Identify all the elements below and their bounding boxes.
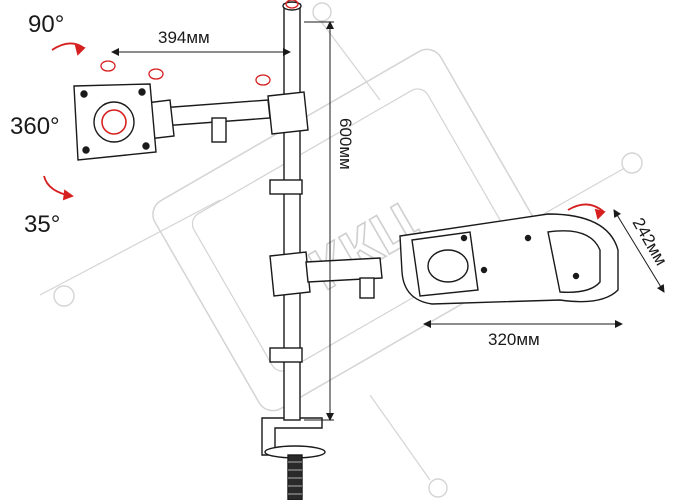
dim-arm-length-label: 394мм [158, 28, 210, 47]
rotation-icon [100, 60, 116, 72]
pole [269, 1, 303, 421]
vesa-hole [142, 142, 150, 150]
lower-arm-segment [305, 257, 383, 283]
watermark-line-bottom [369, 394, 431, 481]
vesa-hole [82, 146, 90, 154]
arm-joint [211, 117, 227, 143]
dim-tray-depth-label: 242мм [629, 215, 671, 269]
watermark-ring-right [621, 152, 643, 174]
tray-bracket [411, 231, 479, 297]
lower-arm-pole-clamp [269, 251, 311, 297]
angle-tilt-up-label: 90° [28, 11, 64, 38]
watermark-ring-left [53, 285, 75, 307]
dimension-lines [111, 21, 665, 421]
angle-arrows [43, 42, 606, 220]
angle-rotation-label: 360° [10, 113, 60, 140]
vesa-center-disc [93, 101, 135, 143]
desk-clamp [261, 417, 326, 500]
tray-cutout [547, 230, 601, 293]
rotation-marker [101, 109, 127, 135]
lower-arm-joint [359, 277, 375, 299]
dim-tray-width-label: 320мм [488, 330, 540, 349]
tray-hole [524, 234, 532, 242]
pole-cap [282, 1, 302, 11]
vesa-hole [138, 88, 146, 96]
arm-pole-clamp [267, 91, 309, 135]
dim-pole-height-label: 600мм [336, 118, 355, 170]
rotation-icon [285, 0, 299, 9]
watermark-line-top [319, 19, 381, 101]
vesa-hole [80, 90, 88, 98]
tray-rotate-arrow-icon [567, 203, 605, 213]
tray-hole [572, 272, 580, 280]
tray-hole [480, 266, 488, 274]
monitor-arm [73, 83, 309, 161]
watermark-ring-top [312, 2, 332, 22]
tray-mount-disc [427, 249, 469, 283]
tray-hole [460, 234, 468, 242]
pole-collar-lower [269, 347, 303, 363]
rotation-icon [148, 68, 164, 80]
watermark-line-left [39, 199, 221, 296]
dim-line-tray-depth [613, 209, 665, 293]
rotation-symbols [100, 0, 299, 86]
watermark-ring-bottom [428, 478, 448, 498]
pole-collar-upper [269, 179, 303, 195]
angle-tilt-down-label: 35° [24, 211, 60, 238]
watermark-frame-inner [191, 88, 509, 372]
laptop-arm [269, 213, 619, 305]
clamp-body [261, 417, 323, 456]
rotation-icon [255, 74, 271, 86]
